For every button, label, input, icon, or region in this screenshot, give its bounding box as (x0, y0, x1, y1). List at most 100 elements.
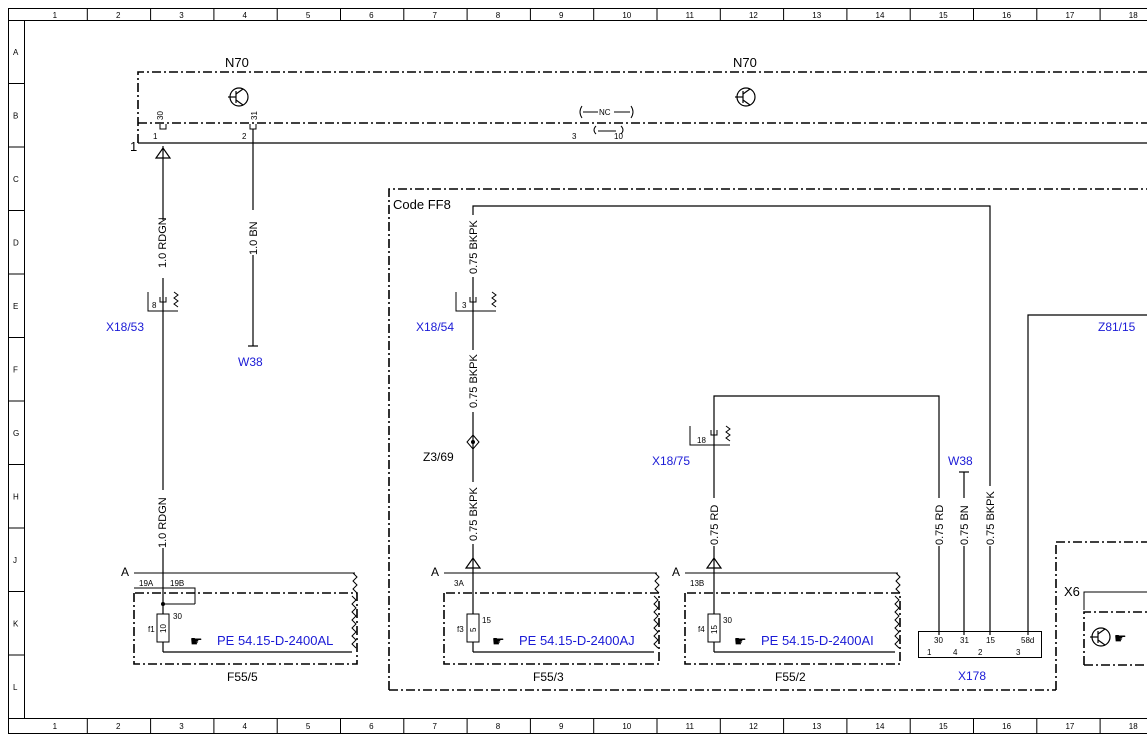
x6-label: X6 (1064, 584, 1080, 599)
x178-pin-15: 15 (986, 636, 995, 645)
x178-label: X178 (958, 669, 986, 683)
fuse-block-f55-5 (134, 573, 357, 664)
hand-pointer-icon: ☛ (1114, 630, 1127, 646)
pin-2-label: 2 (242, 132, 247, 141)
fuse-icon: 10 (159, 624, 168, 633)
transistor-icon (228, 88, 248, 106)
ref-link-3[interactable]: PE 54.15-D-2400AI (761, 633, 874, 648)
grid-column-label: 5 (306, 11, 311, 20)
connector-icon (160, 124, 256, 129)
grid-column-label: 7 (432, 722, 437, 731)
x178-pin-30: 30 (934, 636, 943, 645)
pin-3-label: 3 (572, 132, 577, 141)
grid-column-label: 15 (939, 11, 948, 20)
hand-pointer-icon: ☛ (492, 633, 505, 649)
x18-54-label: X18/54 (416, 320, 454, 334)
ref-link-1[interactable]: PE 54.15-D-2400AL (217, 633, 333, 648)
code-ff8-label: Code FF8 (393, 197, 451, 212)
x18-75-pin: 18 (697, 436, 706, 445)
f55-2-30: 30 (723, 616, 732, 625)
wire-label-1: 1.0 RDGN (157, 217, 169, 268)
grid-column-label: 11 (686, 11, 695, 20)
n70-left-label: N70 (225, 55, 249, 70)
f55-2-f4: f4 (698, 625, 705, 634)
grid-row-label: D (13, 238, 19, 247)
grid-column-label: 10 (622, 722, 631, 731)
grid-column-label: 4 (243, 722, 248, 731)
x178-pin-58d: 58d (1021, 636, 1034, 645)
wire-label-6: 1.0 RDGN (157, 497, 169, 548)
code-ff8-outline (389, 189, 1147, 690)
grid-column-label: 9 (559, 11, 564, 20)
f55-5-a: A (121, 565, 129, 579)
grid-row-label: A (13, 48, 19, 57)
f55-2-label: F55/2 (775, 670, 806, 684)
grid-column-label: 18 (1129, 11, 1138, 20)
grid-column-label: 2 (116, 11, 121, 20)
pin-1-label: 1 (153, 132, 158, 141)
grid-column-label: 17 (1065, 722, 1074, 731)
x18-53-pin: 8 (152, 301, 157, 310)
grid-column-label: 7 (432, 11, 437, 20)
grid-column-label: 12 (749, 722, 758, 731)
grid-column-label: 14 (876, 11, 885, 20)
pin-30-label: 30 (156, 111, 165, 120)
grid-column-label: 13 (812, 722, 821, 731)
z81-15-label: Z81/15 (1098, 320, 1136, 334)
grid-column-label: 6 (369, 11, 374, 20)
grid-column-label: 14 (876, 722, 885, 731)
wire-label-5: 0.75 BKPK (468, 487, 480, 541)
grid-row-label: L (13, 683, 18, 692)
grid-column-label: 3 (179, 722, 184, 731)
f55-5-label: F55/5 (227, 670, 258, 684)
grid-column-label: 9 (559, 722, 564, 731)
grid-column-label: 11 (686, 722, 695, 731)
wire-label-4: 0.75 BKPK (468, 354, 480, 408)
connector-x18-75 (690, 426, 730, 445)
grid-row-label: E (13, 302, 18, 311)
transistor-icon (1090, 628, 1110, 646)
grid-row-label: B (13, 111, 18, 120)
grid-column-label: 17 (1065, 11, 1074, 20)
grid-column-label: 1 (53, 722, 58, 731)
fuse-block-f55-2 (685, 558, 900, 664)
x18-54-pin: 3 (462, 301, 467, 310)
w38-right-label: W38 (948, 454, 973, 468)
grid-column-label: 1 (53, 11, 58, 20)
f55-5-19a: 19A (139, 579, 154, 588)
f55-2-a: A (672, 565, 680, 579)
wire-z81-15 (1028, 315, 1147, 635)
grid-column-label: 6 (369, 722, 374, 731)
hand-pointer-icon: ☛ (734, 633, 747, 649)
wire-rd-loop (714, 396, 939, 635)
sheet-border (9, 9, 1147, 734)
wire-label-2: 1.0 BN (248, 221, 260, 255)
wire-label-10: 0.75 BKPK (985, 491, 997, 545)
x178-pin-4: 4 (953, 648, 958, 657)
f55-2-13b: 13B (690, 579, 704, 588)
bus-number-label: 1 (130, 139, 137, 154)
grid-column-label: 15 (939, 722, 948, 731)
n70-right-label: N70 (733, 55, 757, 70)
grid-column-label: 4 (243, 11, 248, 20)
n70-module-outline (138, 72, 1147, 143)
x18-53-label: X18/53 (106, 320, 144, 334)
grid-column-label: 8 (496, 11, 501, 20)
pin-10-label: 10 (614, 132, 623, 141)
x178-pin-31: 31 (960, 636, 969, 645)
grid-column-label: 18 (1129, 722, 1138, 731)
x178-pin-1: 1 (927, 648, 932, 657)
transistor-icon (735, 88, 755, 106)
x6-bracket (1084, 592, 1147, 610)
ref-link-2[interactable]: PE 54.15-D-2400AJ (519, 633, 635, 648)
grid-column-label: 16 (1002, 722, 1011, 731)
f55-3-f3: f3 (457, 625, 464, 634)
fuse-icon: 5 (469, 627, 478, 632)
grid-row-label: C (13, 175, 19, 184)
f55-3-label: F55/3 (533, 670, 564, 684)
x18-75-label: X18/75 (652, 454, 690, 468)
grid-column-label: 10 (622, 11, 631, 20)
nc-label: NC (599, 108, 611, 117)
